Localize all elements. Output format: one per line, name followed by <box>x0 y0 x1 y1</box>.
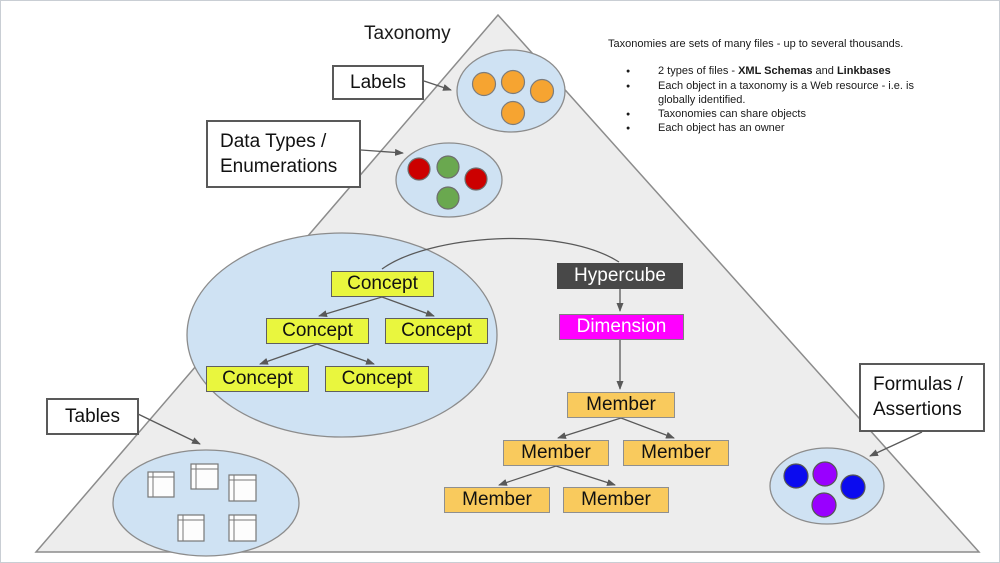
labels-arrow <box>423 80 452 91</box>
label-orange-circle <box>500 69 526 95</box>
dimension-node: Dimension <box>559 314 684 340</box>
label-orange-circle <box>500 100 526 126</box>
datatype-red-circle <box>407 157 431 181</box>
info-bullet: Each object in a taxonomy is a Web resou… <box>608 79 956 108</box>
info-text-block: Taxonomies are sets of many files - up t… <box>608 37 956 137</box>
label-orange-circle <box>529 78 555 104</box>
formulas-arrow <box>869 431 923 457</box>
page-title: Taxonomy <box>364 23 451 44</box>
member-node-child-left: Member <box>503 440 609 466</box>
info-bullet: Each object has an owner <box>608 121 956 137</box>
table-icon <box>228 514 257 542</box>
formula-purple-circle <box>811 492 837 518</box>
callout-arrows <box>137 80 923 457</box>
table-icon <box>228 474 257 502</box>
tables-ellipse-group <box>112 449 300 557</box>
formula-blue-circle <box>783 463 809 489</box>
table-icon <box>177 514 205 542</box>
bullet-text-bold: Linkbases <box>836 65 891 78</box>
info-heading: Taxonomies are sets of many files - up t… <box>608 38 904 50</box>
info-bullet-list: 2 types of files - XML Schemas and Linkb… <box>608 64 956 137</box>
concept-node-grandchild-right: Concept <box>325 366 429 392</box>
bullet-text: Taxonomies can share objects <box>658 108 806 121</box>
bullet-text: Each object has an owner <box>658 122 785 135</box>
tables-callout-text: Tables <box>65 405 120 427</box>
member-node-child-right: Member <box>623 440 729 466</box>
concept-to-hypercube-connector <box>381 237 620 270</box>
formulas-ellipse-group <box>769 447 885 525</box>
info-bullet: Taxonomies can share objects <box>608 107 956 123</box>
table-icon <box>190 463 219 490</box>
formula-purple-circle <box>812 461 838 487</box>
formulas-callout-line1: Formulas / <box>873 374 963 395</box>
bullet-text: 2 types of files - <box>658 65 739 78</box>
table-icon <box>147 471 175 498</box>
bullet-text: and <box>812 65 837 78</box>
formulas-callout: Formulas / Assertions <box>859 363 985 432</box>
label-orange-circle <box>471 71 497 97</box>
bullet-text: globally identified. <box>658 93 746 106</box>
labels-ellipse-group <box>456 49 566 133</box>
datatypes-callout-line1: Data Types / <box>220 131 327 152</box>
bullet-text-bold: XML Schemas <box>738 65 813 78</box>
datatypes-callout-line2: Enumerations <box>220 156 338 177</box>
bullet-text: Each object in a taxonomy is a Web resou… <box>658 79 914 92</box>
member-tree-arrows <box>498 289 675 486</box>
labels-callout: Labels <box>332 65 424 100</box>
datatypes-callout: Data Types / Enumerations <box>206 120 361 188</box>
concept-tree-arrows <box>259 296 435 365</box>
tables-arrow <box>137 413 201 445</box>
datatypes-ellipse-group <box>395 142 503 218</box>
member-node-grandchild-left: Member <box>444 487 550 513</box>
concept-node-child-right: Concept <box>385 318 488 344</box>
concept-node-root: Concept <box>331 271 434 297</box>
tables-callout: Tables <box>46 398 139 435</box>
concept-node-grandchild-left: Concept <box>206 366 309 392</box>
member-node-grandchild-right: Member <box>563 487 669 513</box>
labels-callout-text: Labels <box>350 71 406 93</box>
datatype-green-circle <box>436 155 460 179</box>
info-bullet: 2 types of files - XML Schemas and Linkb… <box>608 64 956 80</box>
hypercube-node: Hypercube <box>557 263 683 289</box>
datatype-green-circle <box>436 186 460 210</box>
formula-blue-circle <box>840 474 866 500</box>
member-node-root: Member <box>567 392 675 418</box>
concept-node-child-left: Concept <box>266 318 369 344</box>
datatypes-arrow <box>360 148 404 156</box>
datatype-red-circle <box>464 167 488 191</box>
formulas-callout-line2: Assertions <box>873 399 962 420</box>
